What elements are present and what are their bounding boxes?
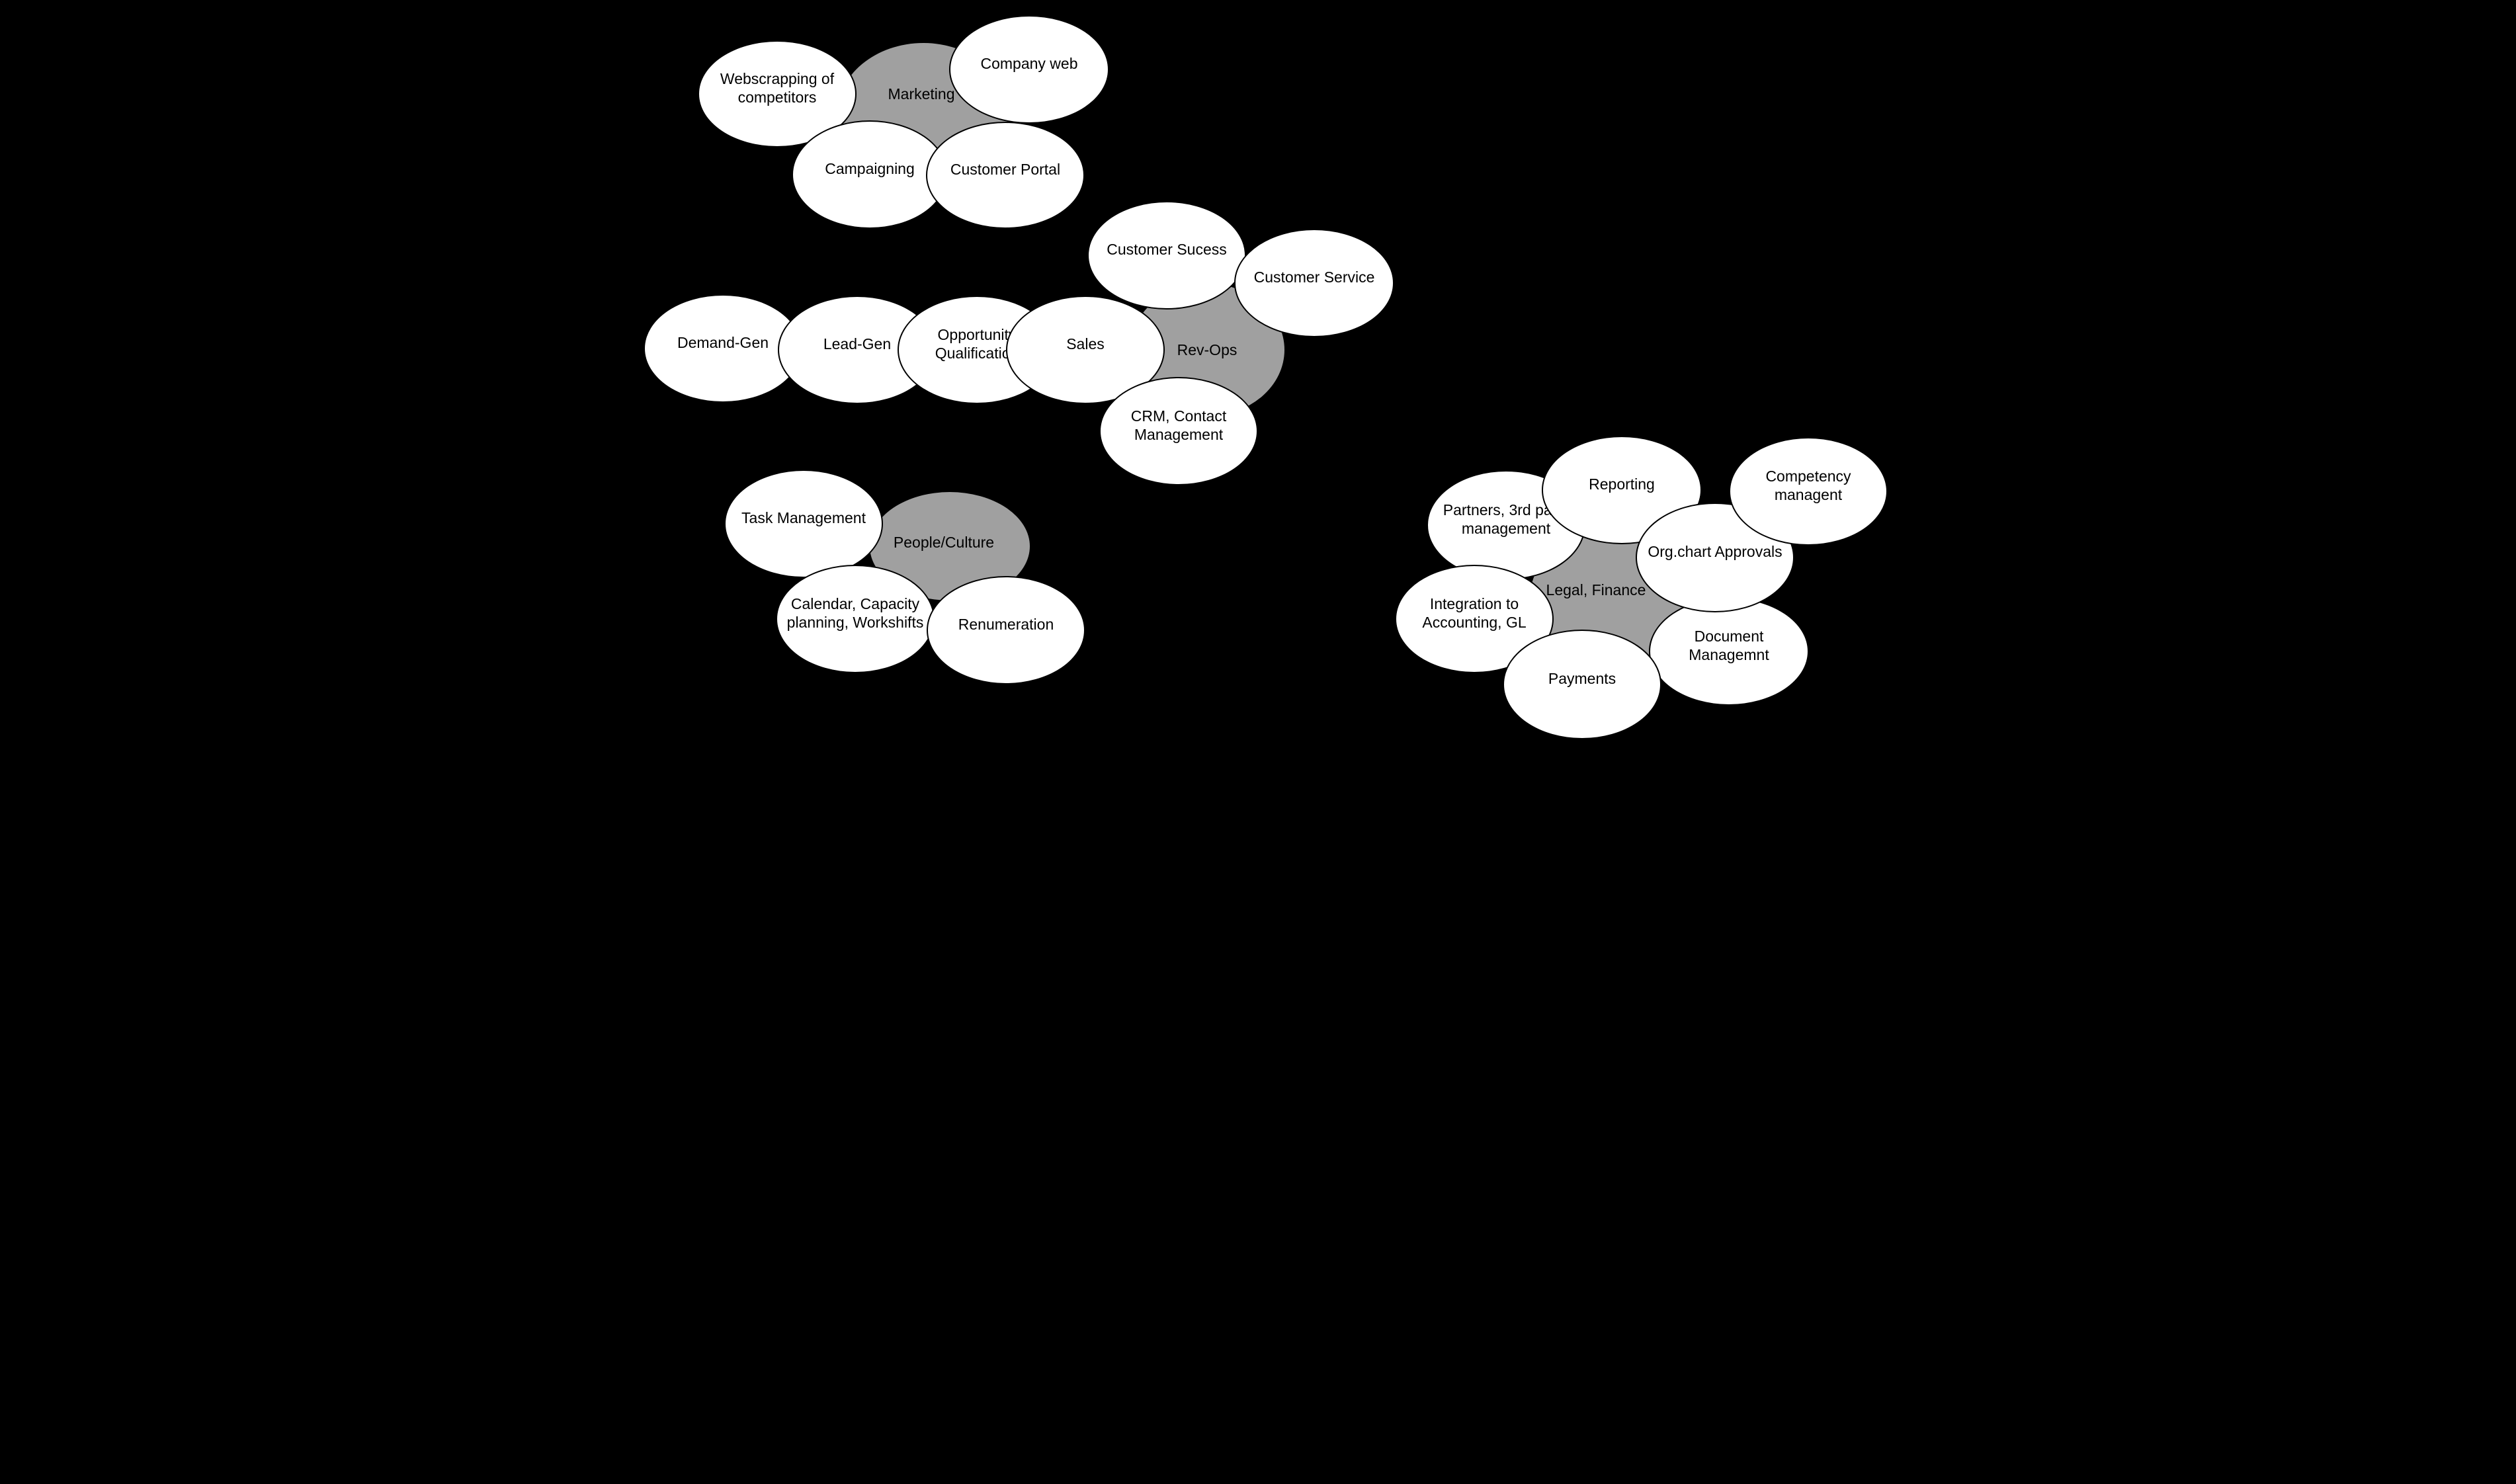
node-label-calendar-capacity-planning-workshifts: Calendar, Capacity planning, Workshifts (787, 595, 924, 632)
node-label-line: Campaigning (825, 159, 915, 177)
node-label-line: Opportunity (937, 325, 1017, 343)
node-label-customer-portal: Customer Portal (950, 160, 1060, 179)
node-label-reporting: Reporting (1589, 475, 1655, 493)
node-label-campaigning: Campaigning (825, 159, 915, 178)
node-label-line: management (1461, 520, 1551, 537)
node-label-line: Payments (1548, 669, 1616, 687)
node-label-webscrapping-of-competitors: Webscrapping of competitors (720, 69, 834, 106)
node-label-line: planning, Workshifts (786, 614, 924, 631)
node-label-org-chart-approvals: Org.chart Approvals (1648, 542, 1782, 561)
node-bubble-demand-gen[interactable]: Demand-Gen (644, 294, 802, 403)
node-label-lead-gen: Lead-Gen (823, 335, 891, 353)
node-label-line: Customer Sucess (1107, 240, 1227, 258)
node-label-line: Qualification (935, 345, 1019, 362)
node-label-customer-sucess: Customer Sucess (1107, 240, 1227, 259)
node-label-line: Competency (1765, 467, 1851, 485)
node-label-task-management: Task Management (741, 509, 866, 527)
node-bubble-customer-sucess[interactable]: Customer Sucess (1087, 201, 1246, 309)
node-bubble-webscrapping-of-competitors[interactable]: Webscrapping of competitors (698, 40, 857, 147)
node-label-line: Lead-Gen (823, 335, 892, 352)
node-label-line: Customer Service (1253, 268, 1375, 286)
node-label-line: Company web (980, 54, 1078, 72)
node-label-line: Task Management (741, 509, 866, 526)
node-label-company-web: Company web (980, 54, 1077, 73)
node-label-customer-service: Customer Service (1254, 268, 1375, 286)
node-label-line: Reporting (1589, 475, 1655, 493)
node-label-line: Customer Portal (950, 160, 1061, 178)
node-bubble-renumeration[interactable]: Renumeration (927, 576, 1085, 684)
node-bubble-customer-service[interactable]: Customer Service (1234, 229, 1394, 337)
node-label-line: Webscrapping of (720, 69, 835, 87)
node-label-renumeration: Renumeration (958, 615, 1054, 634)
node-label-line: Integration to (1429, 595, 1519, 612)
node-bubble-company-web[interactable]: Company web (949, 15, 1109, 124)
node-label-line: competitors (737, 89, 817, 106)
node-label-line: Demand-Gen (677, 333, 769, 351)
node-label-line: Renumeration (958, 615, 1054, 633)
node-bubble-task-management[interactable]: Task Management (724, 470, 883, 578)
node-label-demand-gen: Demand-Gen (677, 333, 769, 352)
node-bubble-calendar-capacity-planning-workshifts[interactable]: Calendar, Capacity planning, Workshifts (776, 565, 935, 673)
node-bubble-lead-gen[interactable]: Lead-Gen (778, 296, 937, 404)
node-label-line: Managemnt (1689, 646, 1769, 663)
node-label-line: Management (1134, 426, 1224, 443)
node-label-payments: Payments (1548, 669, 1616, 688)
node-label-line: Accounting, GL (1422, 614, 1527, 631)
node-label-line: Org.chart Approvals (1648, 542, 1782, 560)
node-label-sales: Sales (1066, 335, 1105, 353)
node-bubble-campaigning[interactable]: Campaigning (792, 120, 948, 229)
node-label-integration-to-accounting-gl: Integration to Accounting, GL (1422, 595, 1526, 632)
node-bubble-customer-portal[interactable]: Customer Portal (926, 122, 1085, 229)
node-label-line: Sales (1066, 335, 1105, 352)
node-label-line: Document (1694, 627, 1764, 645)
node-label-line: CRM, Contact (1130, 407, 1227, 425)
node-label-line: managent (1774, 486, 1843, 503)
node-label-line: Calendar, Capacity (790, 595, 920, 612)
node-bubble-payments[interactable]: Payments (1503, 630, 1661, 739)
